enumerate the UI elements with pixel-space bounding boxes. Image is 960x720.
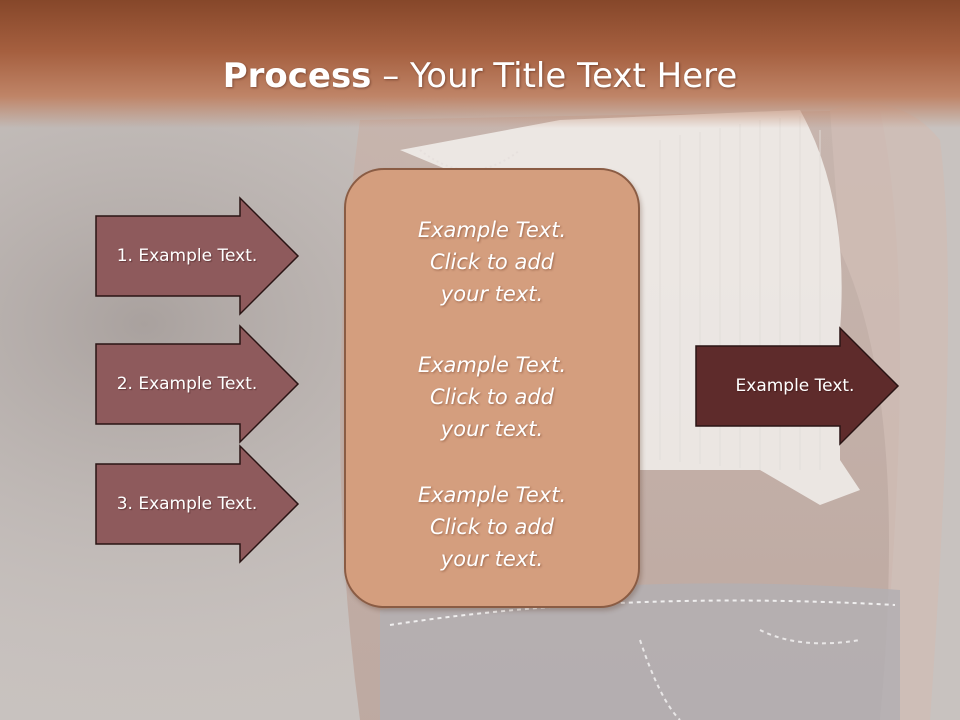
title-bold: Process <box>222 56 372 96</box>
title-bar <box>0 0 960 128</box>
right-arrow-shape-icon <box>695 326 900 446</box>
right-arrow-shape-icon <box>95 324 300 444</box>
left-arrow-3[interactable]: 3. Example Text. <box>95 444 300 564</box>
left-arrow-1[interactable]: 1. Example Text. <box>95 196 300 316</box>
left-arrow-2[interactable]: 2. Example Text. <box>95 324 300 444</box>
center-paragraph-1: Example Text. Click to add your text. <box>417 218 567 306</box>
center-paragraph-3: Example Text. Click to add your text. <box>417 483 567 571</box>
right-arrow-shape-icon <box>95 444 300 564</box>
slide-title: Process – Your Title Text Here <box>0 50 960 102</box>
left-arrow-3-label: 3. Example Text. <box>116 494 258 514</box>
center-paragraph-2: Example Text. Click to add your text. <box>417 353 567 441</box>
right-output-arrow[interactable]: Example Text. <box>695 326 900 446</box>
right-arrow-shape-icon <box>95 196 300 316</box>
left-arrow-1-label: 1. Example Text. <box>116 246 258 266</box>
left-arrow-2-label: 2. Example Text. <box>116 374 258 394</box>
right-arrow-label: Example Text. <box>735 376 855 396</box>
center-text-box[interactable]: Example Text. Click to add your text. Ex… <box>344 168 640 608</box>
title-rest: – Your Title Text Here <box>371 56 738 96</box>
